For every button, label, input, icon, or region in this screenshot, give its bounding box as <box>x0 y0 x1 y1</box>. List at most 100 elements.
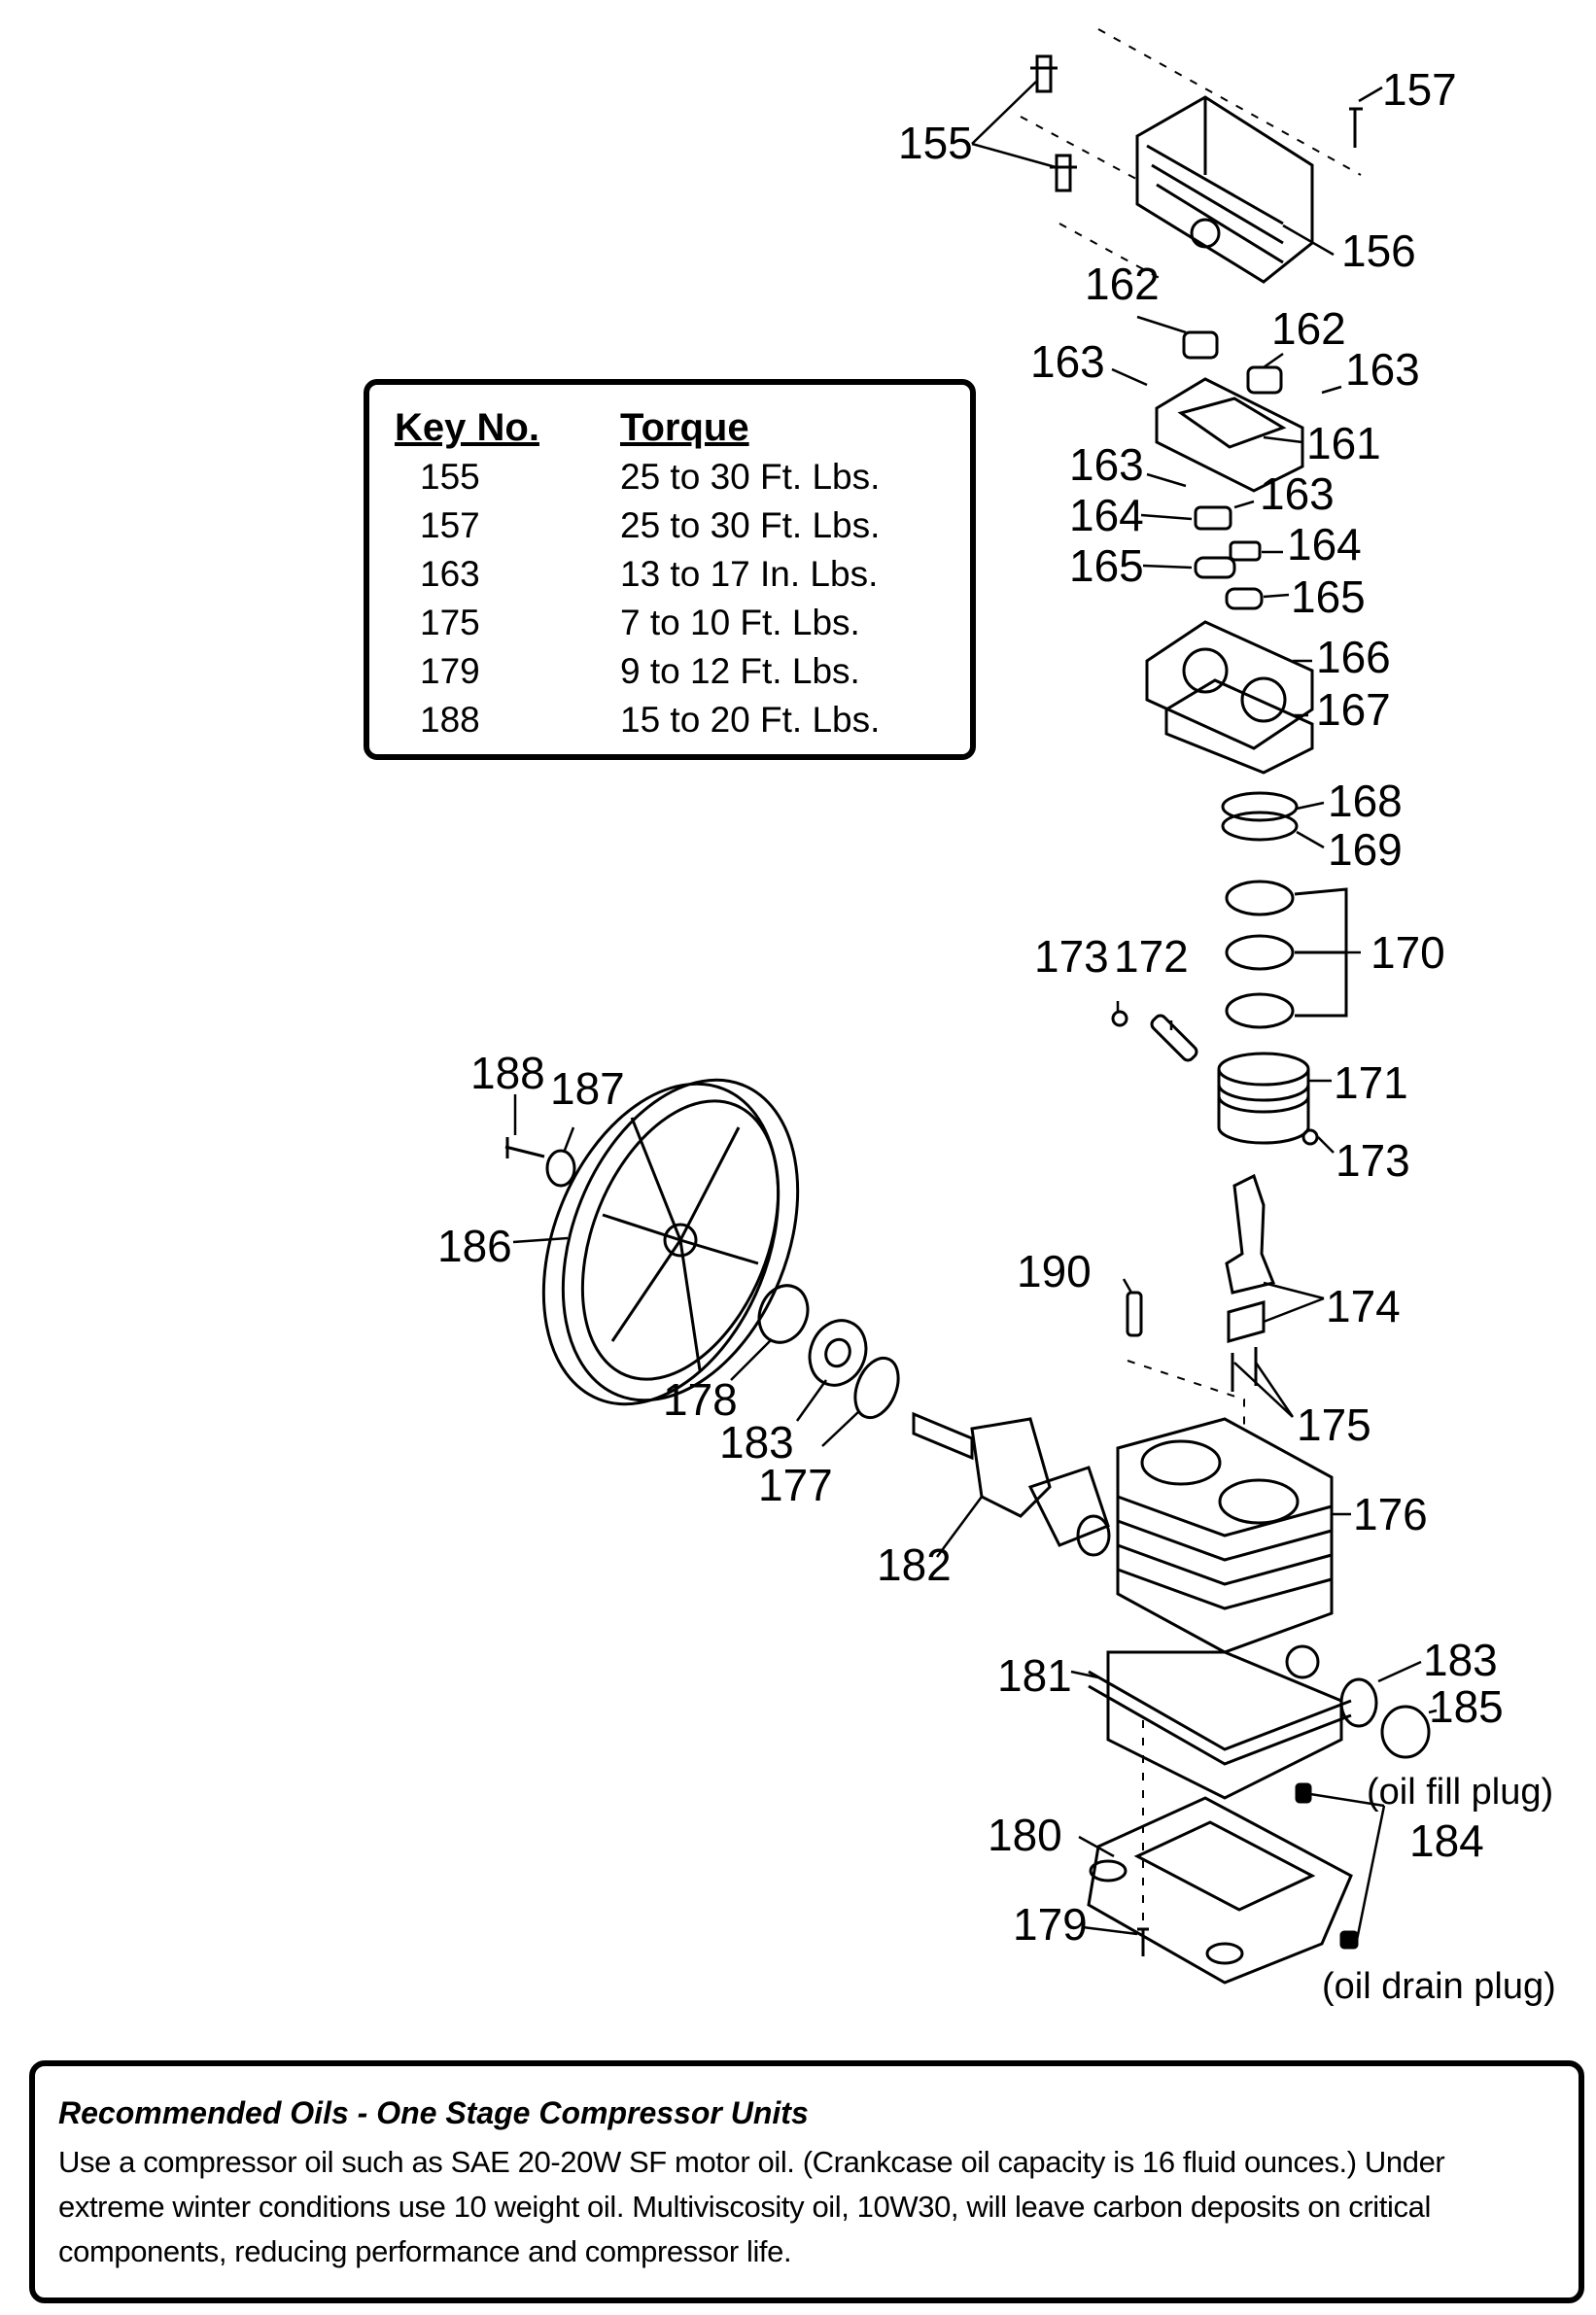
callout-170: 170 <box>1370 927 1445 978</box>
callout-180: 180 <box>988 1810 1062 1860</box>
part-176-cylinder <box>1116 1417 1334 1654</box>
part-181-crankcase <box>1088 1644 1352 1800</box>
torque-key: 157 <box>420 505 480 545</box>
part-177-o-ring <box>853 1356 900 1420</box>
part-175-screw <box>1231 1347 1258 1392</box>
callout-164: 164 <box>1287 519 1362 570</box>
part-188-bolt <box>504 1137 545 1158</box>
callout-163: 163 <box>1030 336 1105 387</box>
callout-178: 178 <box>663 1374 738 1425</box>
part-170-ring <box>1225 934 1295 971</box>
part-168-ring <box>1221 791 1299 822</box>
callout-186: 186 <box>437 1221 512 1271</box>
part-178-oil-seal <box>757 1284 810 1344</box>
callout-166: 166 <box>1316 632 1391 682</box>
callout-157: 157 <box>1382 64 1457 115</box>
torque-key: 155 <box>420 457 480 497</box>
callout-oil-drain-plug: (oil drain plug) <box>1322 1966 1556 2007</box>
part-157-bolt <box>1349 107 1363 148</box>
part-171-piston <box>1217 1052 1310 1145</box>
part-164-reed-valve <box>1194 505 1232 531</box>
part-164-reed-valve <box>1229 540 1262 562</box>
torque-row: 157 25 to 30 Ft. Lbs. <box>369 505 970 554</box>
part-172-wrist-pin <box>1150 1014 1198 1062</box>
callout-161: 161 <box>1306 418 1381 468</box>
callout-171: 171 <box>1334 1057 1408 1108</box>
callout-181: 181 <box>997 1650 1072 1701</box>
callout-163: 163 <box>1260 468 1335 519</box>
callout-190: 190 <box>1017 1246 1092 1296</box>
callout-173: 173 <box>1336 1135 1410 1186</box>
callout-176: 176 <box>1353 1489 1428 1539</box>
oil-note-title: Recommended Oils - One Stage Compressor … <box>58 2095 809 2130</box>
torque-row: 155 25 to 30 Ft. Lbs. <box>369 457 970 505</box>
key-no-header: Key No. <box>395 406 539 449</box>
part-165-reed-valve <box>1225 587 1264 610</box>
callout-164: 164 <box>1069 490 1144 540</box>
callout-169: 169 <box>1328 824 1403 875</box>
part-161-valve-plate <box>1155 377 1304 493</box>
part-182-crankshaft <box>912 1411 1111 1557</box>
torque-key: 163 <box>420 554 480 594</box>
torque-key: 175 <box>420 603 480 642</box>
part-155-bolt <box>1030 54 1077 192</box>
torque-value: 7 to 10 Ft. Lbs. <box>620 603 860 642</box>
part-187-washer <box>545 1149 576 1188</box>
callout-174: 174 <box>1326 1281 1401 1331</box>
callout-183: 183 <box>719 1417 794 1468</box>
callout-155: 155 <box>898 118 973 168</box>
torque-value: 25 to 30 Ft. Lbs. <box>620 505 881 545</box>
callout-167: 167 <box>1316 684 1391 735</box>
part-183-bearing <box>1339 1677 1378 1728</box>
callout-165: 165 <box>1069 540 1144 591</box>
part-183-bearing <box>808 1319 868 1387</box>
part-170-ring <box>1225 992 1295 1029</box>
part-166-gasket <box>1145 620 1314 750</box>
callout-165: 165 <box>1291 571 1366 622</box>
torque-value: 25 to 30 Ft. Lbs. <box>620 457 881 497</box>
oil-note-body: Use a compressor oil such as SAE 20-20W … <box>58 2145 1445 2268</box>
part-170-ring <box>1225 880 1295 916</box>
torque-row: 163 13 to 17 In. Lbs. <box>369 554 970 603</box>
torque-table: Key No. Torque 155 25 to 30 Ft. Lbs. 157… <box>364 379 976 760</box>
callout-175: 175 <box>1297 1399 1371 1450</box>
callout-177: 177 <box>758 1460 833 1510</box>
callout-188: 188 <box>470 1048 545 1098</box>
callout-172: 172 <box>1114 931 1189 982</box>
torque-key: 179 <box>420 651 480 691</box>
part-180-base <box>1087 1796 1353 1985</box>
torque-value: 9 to 12 Ft. Lbs. <box>620 651 860 691</box>
recommended-oils-note: Recommended Oils - One Stage Compressor … <box>29 2060 1584 2303</box>
part-167-gasket <box>1164 678 1314 775</box>
part-169-ring <box>1221 811 1299 842</box>
torque-value: 13 to 17 In. Lbs. <box>620 554 879 594</box>
part-156-cylinder-head <box>1135 95 1314 284</box>
callout-162: 162 <box>1085 259 1160 309</box>
torque-key: 188 <box>420 700 480 740</box>
torque-row: 179 9 to 12 Ft. Lbs. <box>369 651 970 700</box>
torque-header: Torque <box>620 406 749 449</box>
part-184-oil-fill-plug <box>1295 1782 1312 1804</box>
callout-163: 163 <box>1345 344 1420 395</box>
callout-156: 156 <box>1341 225 1416 276</box>
torque-value: 15 to 20 Ft. Lbs. <box>620 700 881 740</box>
callout-173: 173 <box>1034 931 1109 982</box>
callout-179: 179 <box>1013 1899 1088 1950</box>
part-162-keeper <box>1246 365 1283 395</box>
part-165-reed-valve <box>1194 556 1236 579</box>
callout-162: 162 <box>1271 303 1346 354</box>
part-162-keeper <box>1182 330 1219 360</box>
callout-183: 183 <box>1423 1635 1498 1685</box>
callout-oil-fill-plug: (oil fill plug) <box>1367 1772 1553 1813</box>
torque-row: 175 7 to 10 Ft. Lbs. <box>369 603 970 651</box>
callout-182: 182 <box>877 1539 952 1590</box>
part-173-clip <box>1301 1128 1319 1146</box>
part-185-oil-seal <box>1380 1705 1431 1759</box>
part-186-pulley <box>541 1078 800 1406</box>
callout-185: 185 <box>1429 1681 1504 1732</box>
callout-168: 168 <box>1328 776 1403 826</box>
callout-187: 187 <box>550 1063 625 1114</box>
part-184-oil-drain-plug <box>1339 1930 1359 1950</box>
part-190-dowel <box>1126 1291 1143 1337</box>
